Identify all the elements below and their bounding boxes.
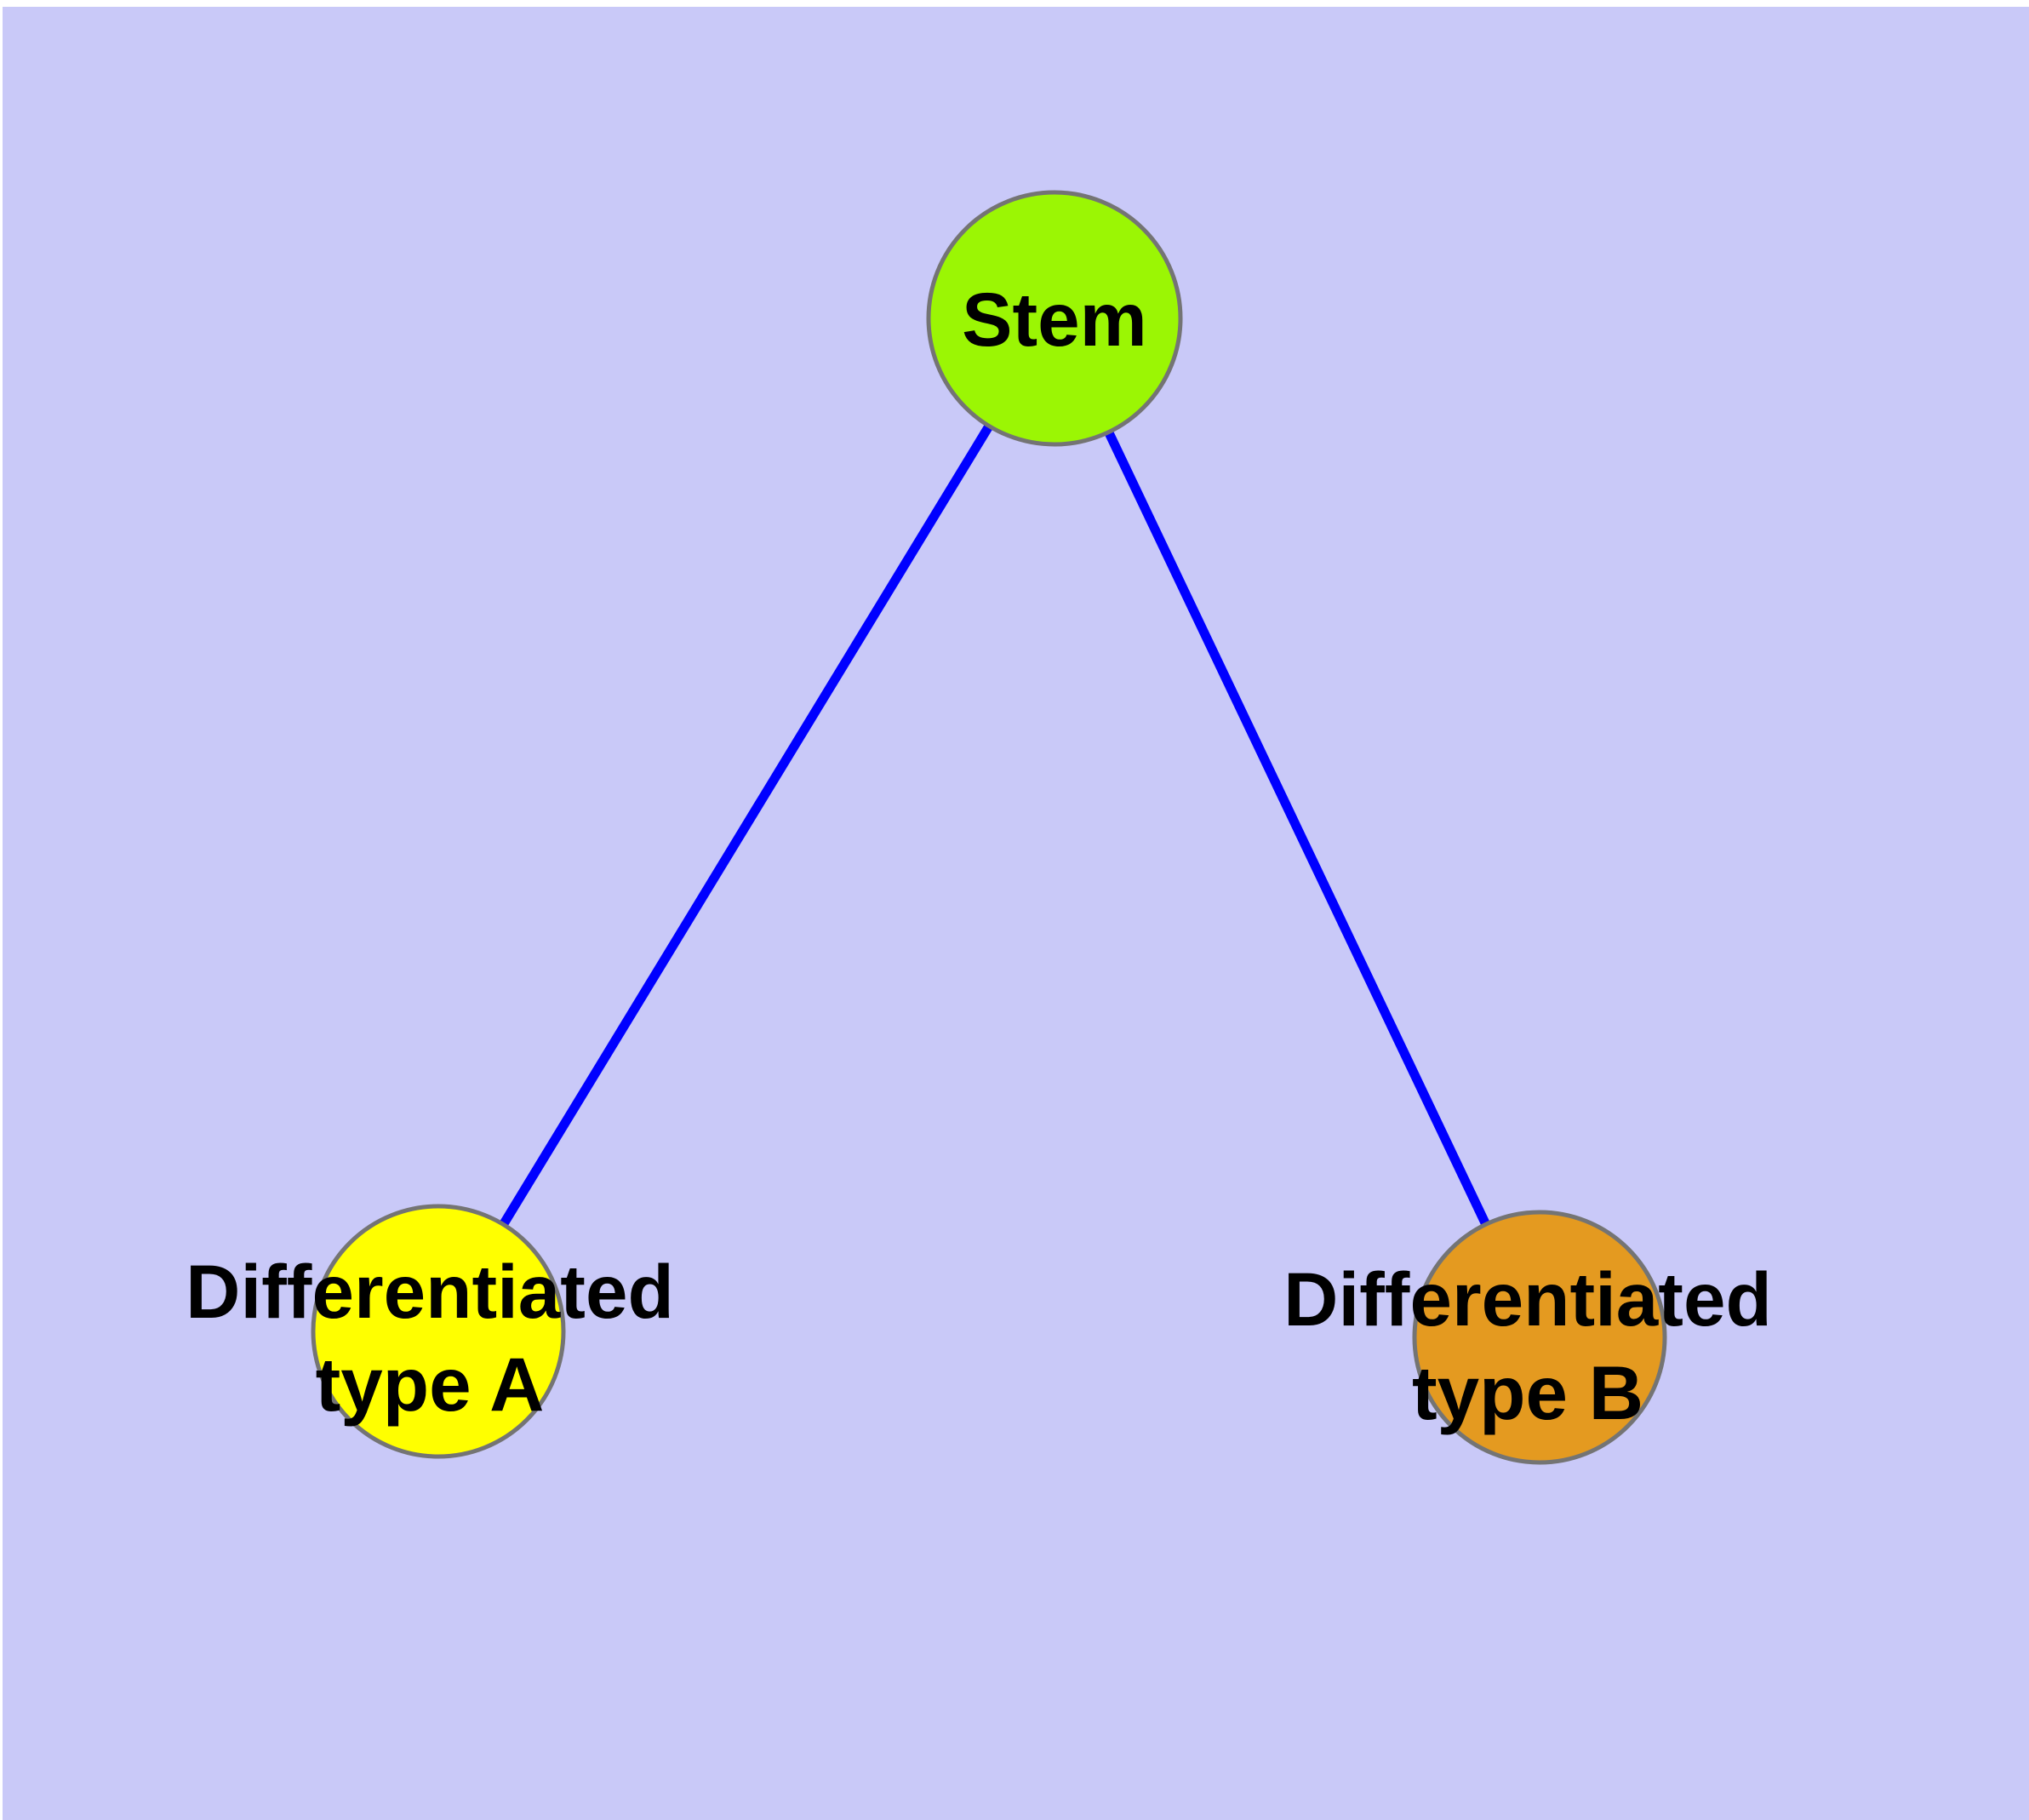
node-type-a-label-line1: Differentiated [186,1249,674,1334]
node-stem-label: Stem [962,277,1147,362]
edge-stem-to-type-a [434,316,1059,1334]
node-type-b-label-line2: type B [1412,1350,1643,1435]
node-type-a-circle [311,1204,566,1459]
node-type-a-label-line2: type A [316,1342,545,1427]
node-stem-circle [926,190,1183,447]
edge-stem-to-type-b [1050,316,1544,1340]
node-type-b-circle [1412,1210,1667,1465]
node-type-b-label-line1: Differentiated [1283,1256,1772,1342]
